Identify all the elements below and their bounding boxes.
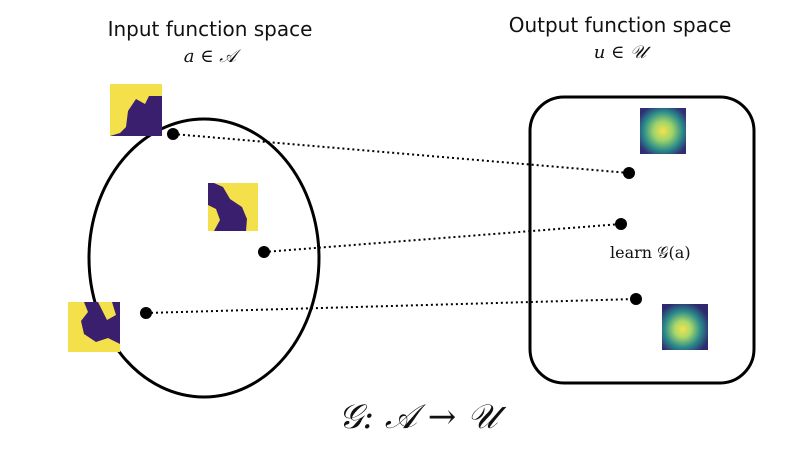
output-space-box	[528, 95, 756, 385]
output-point-3	[630, 293, 642, 305]
input-thumbnail-3	[68, 302, 120, 352]
output-point-1	[623, 167, 635, 179]
output-space-title: Output function space	[509, 13, 732, 37]
mapping-line-3	[145, 298, 637, 314]
output-space-math: u ∈ 𝒰	[594, 42, 651, 63]
input-space-math: a ∈ 𝒜	[184, 46, 241, 67]
output-thumbnail-1	[640, 108, 686, 154]
learn-label: learn 𝒢(a)	[610, 243, 691, 262]
input-space-title: Input function space	[108, 17, 313, 41]
input-thumbnail-1	[110, 84, 162, 136]
mapping-line-1	[172, 133, 630, 174]
input-point-3	[140, 307, 152, 319]
input-point-2	[258, 246, 270, 258]
input-point-1	[167, 128, 179, 140]
output-thumbnail-2	[662, 304, 708, 350]
input-thumbnail-2	[208, 183, 258, 231]
output-point-2	[615, 218, 627, 230]
input-space-ellipse	[87, 117, 321, 399]
operator-equation: 𝒢: 𝒜 → 𝒰	[338, 397, 507, 437]
